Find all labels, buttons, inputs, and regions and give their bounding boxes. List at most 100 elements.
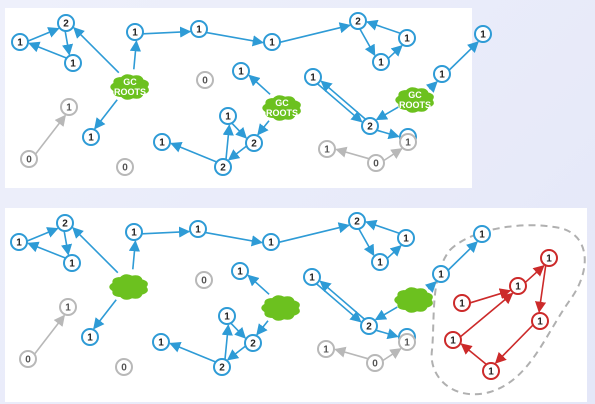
reference-arrow bbox=[27, 241, 66, 259]
gc-roots-label-line1: GC bbox=[408, 90, 422, 100]
ref-count-label: 0 bbox=[26, 155, 32, 166]
ref-count-label: 1 bbox=[69, 259, 75, 270]
reference-arrow bbox=[334, 346, 369, 360]
reference-arrow bbox=[129, 40, 142, 70]
reference-arrow bbox=[376, 128, 400, 140]
reference-arrow bbox=[424, 281, 437, 293]
object-node-garbage: 1 bbox=[482, 362, 500, 380]
ref-count-label: 1 bbox=[310, 73, 316, 84]
reference-arrow bbox=[170, 142, 217, 163]
object-node-live: 2 bbox=[57, 14, 75, 32]
ref-count-label: 1 bbox=[224, 312, 230, 323]
ref-count-label: 1 bbox=[87, 333, 93, 344]
reference-arrow bbox=[448, 41, 479, 71]
ref-count-label: 1 bbox=[225, 112, 231, 123]
ref-count-label: 1 bbox=[459, 299, 465, 310]
panel-after: 121111121111112121210100101111111 bbox=[10, 212, 586, 396]
object-node-garbage: 1 bbox=[531, 312, 549, 330]
object-node-live: 1 bbox=[126, 23, 144, 41]
ref-count-label: 1 bbox=[196, 25, 202, 36]
garbage-reference-arrow bbox=[494, 324, 534, 364]
object-node-dead: 0 bbox=[366, 354, 384, 372]
ref-count-label: 0 bbox=[122, 163, 128, 174]
reference-arrow bbox=[221, 324, 233, 360]
ref-count-label: 2 bbox=[367, 122, 373, 133]
reference-arrow bbox=[375, 106, 399, 121]
gc-roots-label-line2: ROOTS bbox=[266, 108, 298, 118]
ref-count-label: 1 bbox=[403, 234, 409, 245]
ref-count-label: 0 bbox=[201, 276, 207, 287]
ref-count-label: 1 bbox=[309, 273, 315, 284]
reference-arrow bbox=[383, 148, 403, 162]
ref-count-label: 1 bbox=[195, 225, 201, 236]
reference-arrow bbox=[226, 345, 246, 361]
object-node-live: 1 bbox=[304, 68, 322, 86]
object-node-garbage: 1 bbox=[444, 331, 462, 349]
ref-count-label: 1 bbox=[158, 338, 164, 349]
object-node-dead: 0 bbox=[19, 350, 37, 368]
ref-count-label: 0 bbox=[372, 359, 378, 370]
ref-count-label: 1 bbox=[269, 38, 275, 49]
ref-count-label: 1 bbox=[324, 145, 330, 156]
gc-roots-cloud bbox=[261, 295, 300, 321]
object-node-live: 2 bbox=[214, 158, 232, 176]
object-node-live: 1 bbox=[189, 220, 207, 238]
garbage-reference-arrow bbox=[524, 264, 545, 283]
object-node-live: 2 bbox=[244, 334, 262, 352]
object-node-live: 1 bbox=[473, 225, 491, 243]
object-node-live: 1 bbox=[372, 53, 390, 71]
gc-roots-cloud bbox=[394, 287, 433, 313]
gc-roots-label-line1: GC bbox=[123, 77, 137, 87]
ref-count-label: 2 bbox=[219, 363, 225, 374]
ref-count-label: 1 bbox=[488, 367, 494, 378]
ref-count-label: 1 bbox=[479, 230, 485, 241]
garbage-reference-arrow bbox=[470, 288, 512, 304]
object-node-dead: 0 bbox=[195, 271, 213, 289]
ref-count-label: 1 bbox=[450, 336, 456, 347]
object-node-live: 2 bbox=[213, 358, 231, 376]
gc-roots-label-line2: ROOTS bbox=[114, 87, 146, 97]
object-node-live: 1 bbox=[303, 268, 321, 286]
ref-count-label: 1 bbox=[16, 238, 22, 249]
ref-count-label: 1 bbox=[404, 34, 410, 45]
reference-arrow bbox=[143, 26, 192, 38]
object-node-live: 1 bbox=[11, 33, 29, 51]
object-node-live: 2 bbox=[349, 12, 367, 30]
reference-arrow bbox=[128, 240, 141, 270]
reference-arrow bbox=[206, 31, 264, 47]
reference-arrow bbox=[248, 74, 271, 95]
ref-count-label: 1 bbox=[238, 67, 244, 78]
reference-arrow bbox=[28, 41, 67, 59]
reference-arrow bbox=[94, 99, 118, 130]
object-node-live: 1 bbox=[190, 20, 208, 38]
ref-count-label: 0 bbox=[373, 159, 379, 170]
object-node-dead: 1 bbox=[317, 340, 335, 358]
object-node-live: 1 bbox=[218, 307, 236, 325]
object-node-dead: 1 bbox=[59, 298, 77, 316]
ref-count-label: 2 bbox=[220, 163, 226, 174]
ref-count-label: 1 bbox=[268, 238, 274, 249]
object-node-live: 1 bbox=[64, 54, 82, 72]
ref-count-label: 2 bbox=[354, 217, 360, 228]
object-node-live: 1 bbox=[398, 29, 416, 47]
object-node-live: 1 bbox=[262, 233, 280, 251]
object-node-live: 1 bbox=[63, 254, 81, 272]
object-node-dead: 1 bbox=[318, 140, 336, 158]
object-node-garbage: 1 bbox=[453, 294, 471, 312]
reference-arrow bbox=[382, 348, 402, 362]
reference-arrow bbox=[34, 114, 66, 155]
reference-arrow bbox=[230, 322, 246, 339]
object-node-dead: 1 bbox=[399, 133, 417, 151]
ref-count-label: 1 bbox=[515, 282, 521, 293]
reference-arrow bbox=[27, 27, 60, 42]
object-node-live: 1 bbox=[474, 25, 492, 43]
reference-arrow bbox=[62, 31, 74, 56]
object-node-live: 2 bbox=[348, 212, 366, 230]
ref-count-label: 1 bbox=[377, 258, 383, 269]
reference-arrow bbox=[72, 227, 119, 274]
ref-count-label: 0 bbox=[25, 355, 31, 366]
ref-count-label: 1 bbox=[237, 267, 243, 278]
object-node-live: 1 bbox=[263, 33, 281, 51]
